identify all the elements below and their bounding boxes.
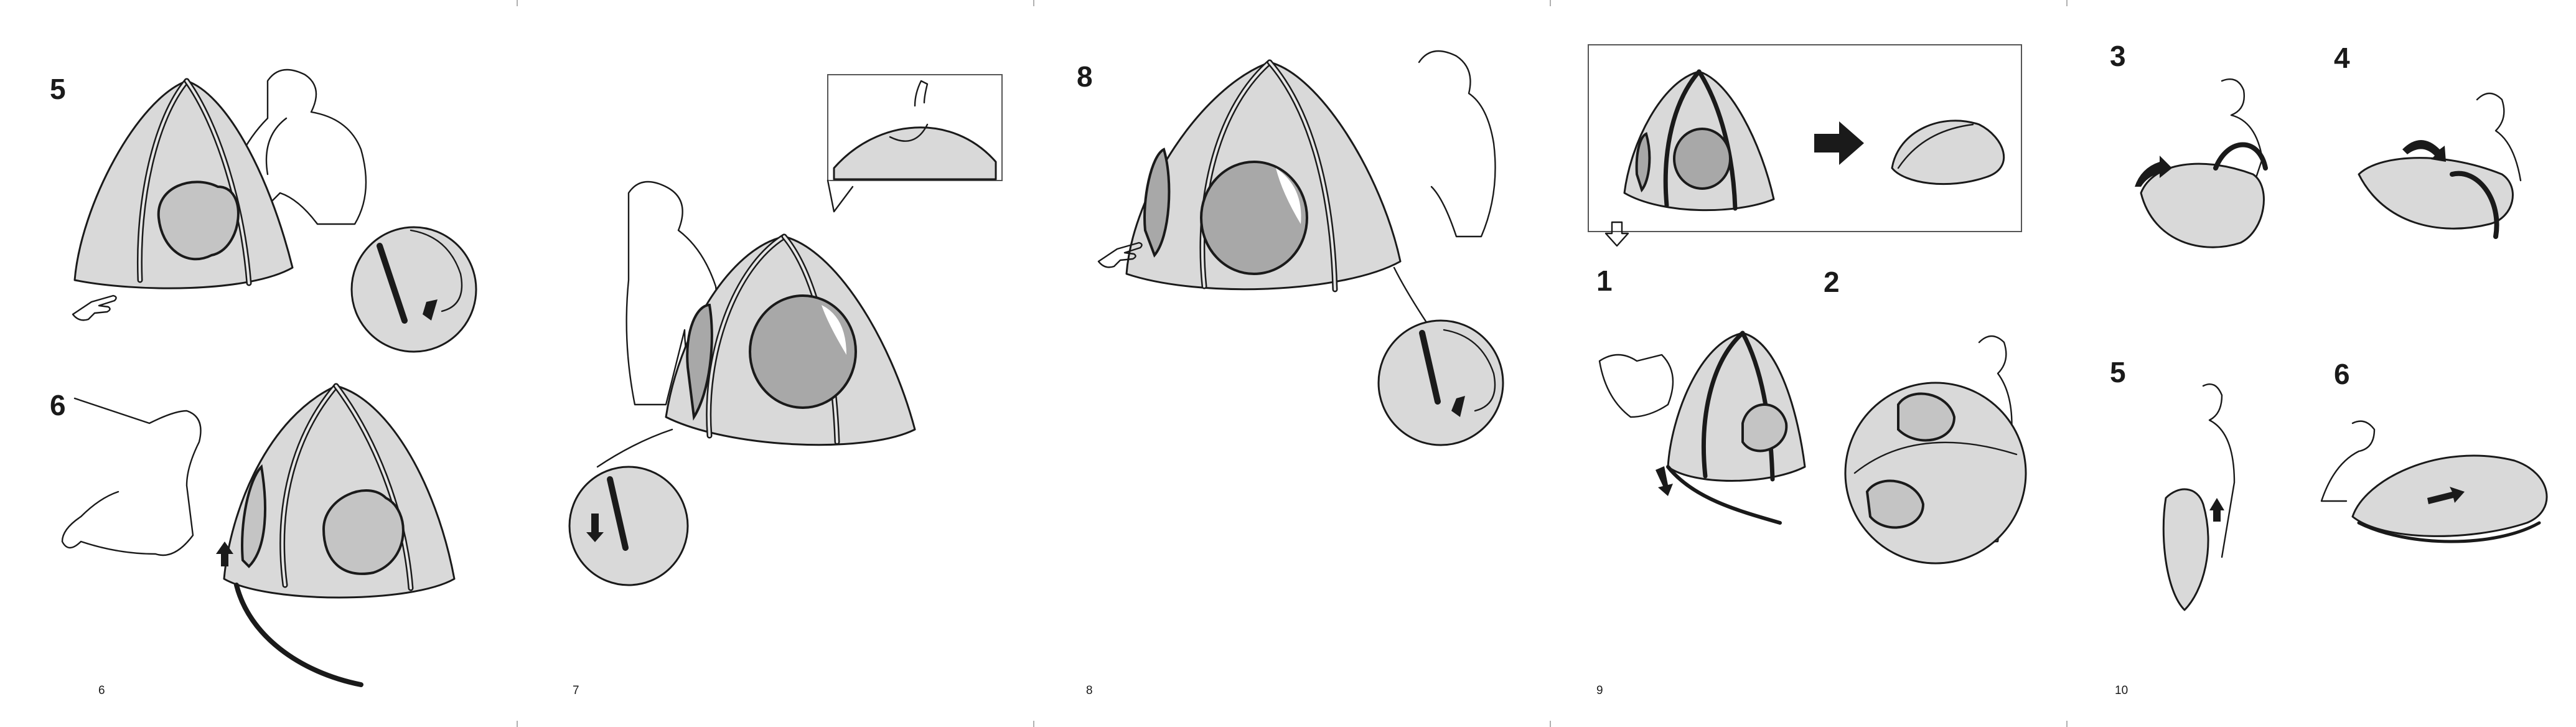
step-number-8: 8 xyxy=(1077,62,1093,91)
step-number-2: 2 xyxy=(1824,268,1840,296)
page-9: 1 2 9 xyxy=(1550,0,2066,727)
crop-mark xyxy=(1550,0,1551,6)
folding-illustration-step-2 xyxy=(1842,324,2041,573)
right-arrow-icon xyxy=(1814,121,1864,165)
tent-assembly-illustration-step-8 xyxy=(1095,37,1543,461)
crop-mark xyxy=(1033,0,1034,6)
folding-illustration-step-4 xyxy=(2353,75,2539,274)
folding-illustration-step-5 xyxy=(2141,373,2265,622)
folding-overview-box xyxy=(1587,44,2023,240)
crop-mark xyxy=(1033,721,1034,727)
pointing-hand-icon xyxy=(70,289,119,324)
page-number: 8 xyxy=(1086,685,1093,697)
step-number-4: 4 xyxy=(2334,44,2350,72)
step-number-1: 1 xyxy=(1596,266,1613,295)
page-number: 9 xyxy=(1596,685,1603,697)
page-8: 8 8 xyxy=(1033,0,1550,727)
page-6: 5 6 6 xyxy=(0,0,517,727)
page-10: 3 4 5 6 10 xyxy=(2066,0,2576,727)
folding-illustration-step-1 xyxy=(1593,324,1817,529)
crop-mark xyxy=(2066,0,2068,6)
down-outline-arrow-icon xyxy=(1604,221,1629,249)
folding-illustration-step-3 xyxy=(2129,68,2290,268)
step-number-3: 3 xyxy=(2110,42,2126,70)
page-number: 7 xyxy=(573,685,579,697)
tent-assembly-illustration-step-5 xyxy=(62,44,498,367)
tent-assembly-illustration-page-7 xyxy=(566,68,1014,591)
pointing-hand-icon xyxy=(1095,237,1145,271)
page-7: 7 xyxy=(517,0,1033,727)
folding-illustration-step-6 xyxy=(2315,405,2558,566)
crop-mark xyxy=(1550,721,1551,727)
step-number-5: 5 xyxy=(2110,358,2126,387)
step-number-6: 6 xyxy=(2334,360,2350,388)
tent-assembly-illustration-step-6 xyxy=(62,373,467,697)
page-number: 10 xyxy=(2115,685,2128,697)
crop-mark xyxy=(517,0,518,6)
crop-mark xyxy=(517,721,518,727)
crop-mark xyxy=(2066,721,2068,727)
